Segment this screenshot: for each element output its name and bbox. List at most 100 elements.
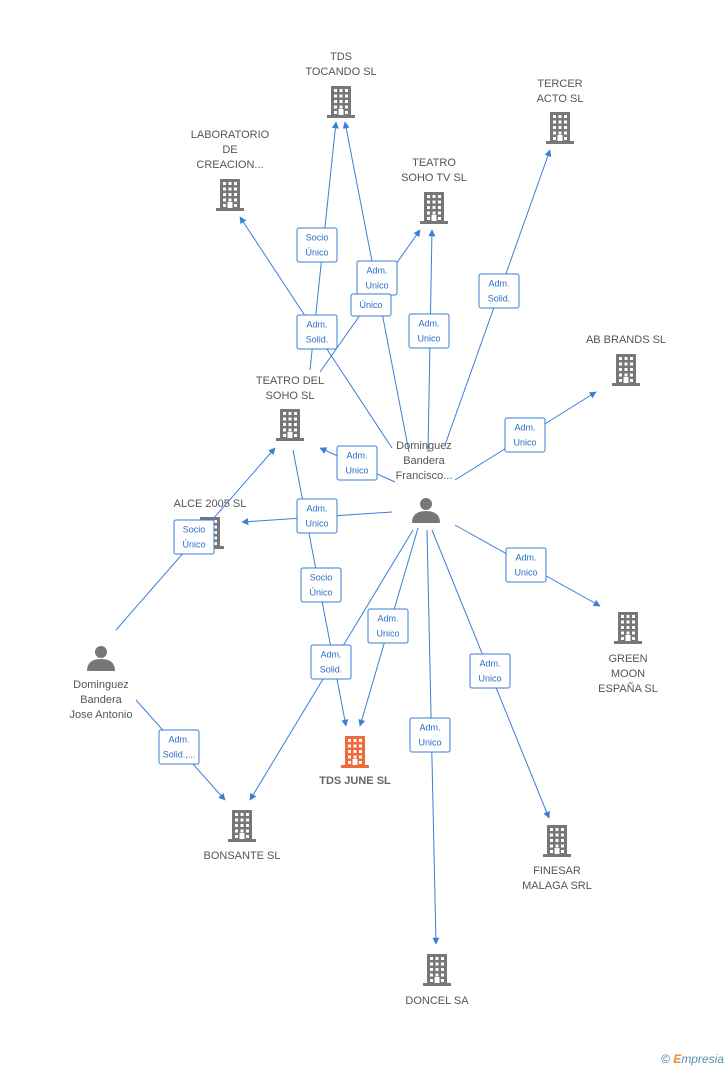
building-icon (341, 736, 369, 768)
edge-label-text: Unico (305, 519, 328, 529)
edge-label-box[interactable]: Adm. Solid.,... (158, 729, 200, 765)
node-label: Dominguez (396, 440, 452, 452)
edge-label-box[interactable]: Adm. Unico (469, 653, 511, 689)
building-icon (614, 612, 642, 644)
edge-label-text: Unico (365, 281, 388, 291)
building-icon (228, 810, 256, 842)
edge-label-text: Único (305, 248, 328, 258)
edge-label-text: Adm. (479, 659, 500, 669)
node-label: SOHO SL (266, 390, 315, 402)
edge-label-text: Solid.,... (163, 750, 196, 760)
node-label: CREACION... (196, 159, 263, 171)
edge-label-box[interactable]: Adm. Unico (336, 445, 378, 481)
building-icon (420, 192, 448, 224)
edge-label-box[interactable]: Adm.Unico (409, 717, 451, 753)
edge-label-text: Adm. (306, 320, 327, 330)
node-ab-brands[interactable]: AB BRANDS SL (586, 334, 666, 386)
edge-label-box[interactable]: Único (350, 293, 392, 317)
copyright-footer: © Empresia (661, 1052, 724, 1066)
edge-label-box[interactable]: Adm. Unico (296, 498, 338, 534)
node-label: MALAGA SRL (522, 880, 592, 892)
building-icon (216, 179, 244, 211)
node-label: TEATRO DEL (256, 375, 324, 387)
building-icon (546, 112, 574, 144)
edge-label-text: Solid. (488, 294, 511, 304)
node-tds-june[interactable]: TDS JUNE SL (319, 736, 391, 787)
edge-label-box[interactable]: Adm. Unico (367, 608, 409, 644)
node-label: ALCE 2005 SL (174, 498, 247, 510)
edge-label-text: Socio (306, 233, 329, 243)
building-icon (327, 86, 355, 118)
building-icon (423, 954, 451, 986)
edge-label-text: Socio (183, 525, 206, 535)
person-icon (412, 498, 440, 523)
node-label: MOON (611, 668, 645, 680)
edge-label-text: Adm. (320, 650, 341, 660)
node-bonsante[interactable]: BONSANTE SL (203, 810, 281, 862)
building-icon (276, 409, 304, 441)
node-label: DE (222, 144, 237, 156)
edge-label-text: Solid. (306, 335, 329, 345)
node-doncel[interactable]: DONCEL SA (405, 954, 469, 1007)
edge-label-text: Único (309, 588, 332, 598)
edge-label-text: Adm. (346, 451, 367, 461)
edge-label-text: Adm. (514, 423, 535, 433)
node-label: GREEN (608, 653, 647, 665)
edge-label-text: Único (182, 540, 205, 550)
building-icon (543, 825, 571, 857)
edge-label-text: Unico (514, 568, 537, 578)
node-label: DONCEL SA (405, 995, 469, 1007)
edge-label-box[interactable]: Adm. Unico (504, 417, 546, 453)
node-tds-tocando[interactable]: TDS TOCANDO SL (305, 51, 377, 118)
edge-label-text: Adm. (418, 319, 439, 329)
edge-label-box[interactable]: Adm. Solid. (310, 644, 352, 680)
edge-label-text: Unico (345, 466, 368, 476)
edge-label-text: Unico (478, 674, 501, 684)
node-label: FINESAR (533, 865, 581, 877)
edge-label-box[interactable]: Adm.Unico (356, 260, 398, 296)
node-label: Dominguez (73, 679, 129, 691)
edge-label-text: Adm. (306, 504, 327, 514)
node-label: Bandera (403, 455, 445, 467)
node-label: LABORATORIO (191, 129, 270, 141)
node-label: ESPAÑA SL (598, 682, 658, 695)
node-green-moon[interactable]: GREEN MOON ESPAÑA SL (598, 612, 658, 695)
node-label: TOCANDO SL (305, 66, 376, 78)
edge-label-box[interactable]: Adm.Unico (408, 313, 450, 349)
edge-label-text: Unico (376, 629, 399, 639)
node-label: Jose Antonio (70, 709, 133, 721)
edge-label-box[interactable]: Adm. Unico (505, 547, 547, 583)
node-label: TDS (330, 51, 352, 63)
edge-label-text: Unico (513, 438, 536, 448)
edge-label-text: Adm. (488, 279, 509, 289)
node-laboratorio[interactable]: LABORATORIO DE CREACION... (191, 129, 270, 211)
node-label: BONSANTE SL (203, 850, 280, 862)
node-label: Bandera (80, 694, 122, 706)
node-label: Francisco... (396, 470, 453, 482)
node-dominguez-francisco[interactable]: DominguezBanderaFrancisco... (396, 440, 453, 523)
node-label: TDS JUNE SL (319, 775, 391, 787)
copyright-symbol: © (661, 1052, 670, 1066)
edge-label-text: Adm. (515, 553, 536, 563)
edge-label-box[interactable]: Adm. Solid. (478, 273, 520, 309)
node-teatro-del-soho[interactable]: TEATRO DEL SOHO SL (256, 375, 324, 441)
edge-label-text: Adm. (168, 735, 189, 745)
edge-label-text: Adm. (377, 614, 398, 624)
edge-label-text: Socio (310, 573, 333, 583)
node-label: ACTO SL (537, 93, 584, 105)
edge-label-text: Solid. (320, 665, 343, 675)
node-finesar[interactable]: FINESAR MALAGA SRL (522, 825, 592, 892)
edge-label-text: Único (359, 300, 382, 310)
edge-label-box[interactable]: Adm. Solid. (296, 314, 338, 350)
brand-logo[interactable]: Empresia (673, 1052, 724, 1066)
edge-labels-layer: SocioÚnicoAdm.UnicoÚnicoAdm.Solid.Adm.Un… (158, 227, 547, 765)
node-label: SOHO TV SL (401, 172, 467, 184)
